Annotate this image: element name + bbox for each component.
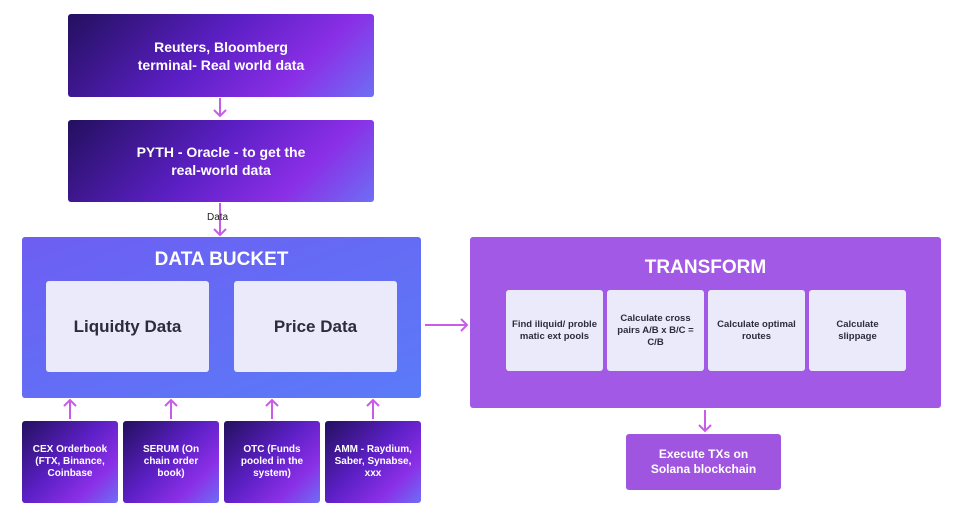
step-optimal-routes: Calculate optimal routes <box>708 290 805 371</box>
transform: TRANSFORM Find iliquid/ proble matic ext… <box>470 237 941 408</box>
source-text: Reuters, Bloomberg terminal- Real world … <box>137 38 305 73</box>
input-cex-orderbook: CEX Orderbook (FTX, Binance, Coinbase <box>22 421 118 503</box>
pyth-oracle: PYTH - Oracle - to get the real-world da… <box>68 120 374 202</box>
execute-transactions: Execute TXs on Solana blockchain <box>626 434 781 490</box>
data-bucket-title: DATA BUCKET <box>154 249 289 270</box>
input-otc: OTC (Funds pooled in the system) <box>224 421 320 503</box>
real-world-data-source: Reuters, Bloomberg terminal- Real world … <box>68 14 374 97</box>
step-slippage: Calculate slippage <box>809 290 906 371</box>
step-find-illiquid-pools: Find iliquid/ proble matic ext pools <box>506 290 603 371</box>
input-amm: AMM - Raydium, Saber, Synabse, xxx <box>325 421 421 503</box>
transform-title: TRANSFORM <box>644 257 767 278</box>
oracle-text: PYTH - Oracle - to get the real-world da… <box>136 144 306 178</box>
price-data: Price Data <box>234 281 397 372</box>
input-serum: SERUM (On chain order book) <box>123 421 219 503</box>
data-bucket: DATA BUCKET Liquidty Data Price Data <box>22 237 421 398</box>
step-cross-pairs: Calculate cross pairs A/B x B/C = C/B <box>607 290 704 371</box>
data-label: Data <box>207 212 229 223</box>
liquidity-data: Liquidty Data <box>46 281 209 372</box>
